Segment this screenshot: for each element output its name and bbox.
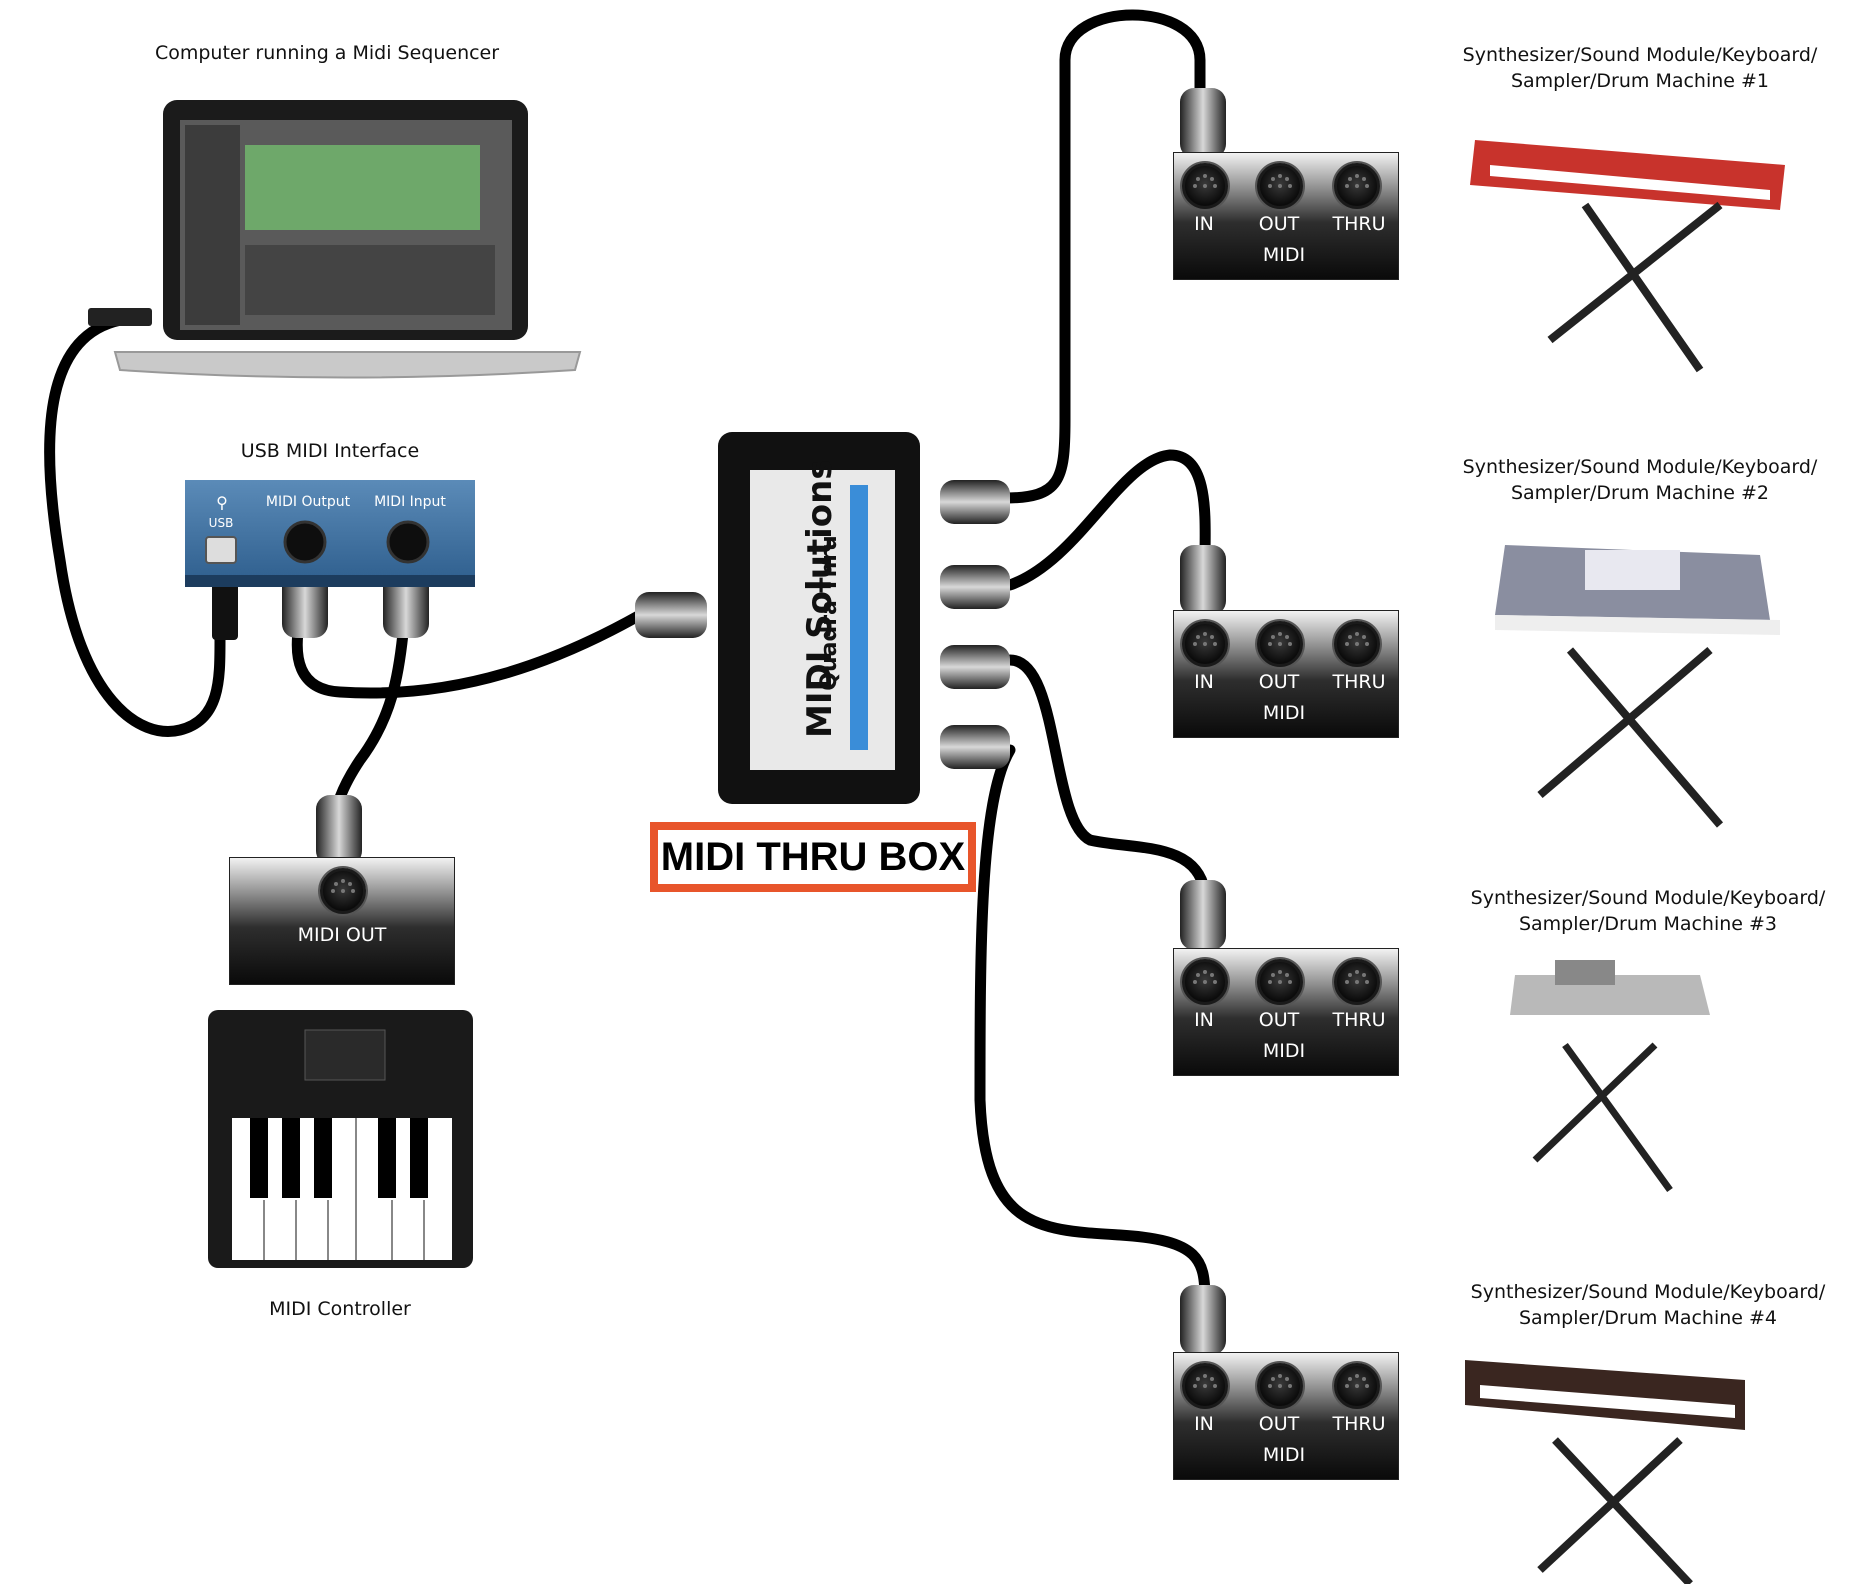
device1-label-line2: Sampler/Drum Machine #1 bbox=[1510, 70, 1770, 92]
device4-thru-label: THRU bbox=[1332, 1413, 1386, 1435]
cable-usb bbox=[44, 312, 226, 737]
device2-in-label: IN bbox=[1194, 671, 1214, 693]
device4-midi-label: MIDI bbox=[1262, 1444, 1306, 1466]
controller-label: MIDI Controller bbox=[269, 1298, 411, 1320]
cable-thru1-device1 bbox=[999, 9, 1206, 504]
device1-midi-label: MIDI bbox=[1262, 244, 1306, 266]
computer-label: Computer running a Midi Sequencer bbox=[154, 42, 500, 64]
device4-label-line2: Sampler/Drum Machine #4 bbox=[1518, 1307, 1778, 1329]
midi-input-label: MIDI Input bbox=[374, 494, 446, 510]
cable-thru3-device3 bbox=[1004, 654, 1211, 901]
plug-usb-laptop bbox=[88, 308, 152, 326]
device4-illustration bbox=[1465, 1360, 1745, 1584]
device3-illustration bbox=[1510, 960, 1710, 1193]
plug-thru2 bbox=[940, 565, 1010, 609]
plug-device4 bbox=[1180, 1285, 1226, 1355]
device3-label-line2: Sampler/Drum Machine #3 bbox=[1518, 913, 1778, 935]
thru-box-illustration bbox=[718, 432, 920, 804]
device4-in-label: IN bbox=[1194, 1413, 1214, 1435]
plug-usb bbox=[212, 580, 238, 640]
plug-thru3 bbox=[940, 645, 1010, 689]
device4-thru-port bbox=[1334, 1363, 1380, 1409]
device1-port-box: IN OUT THRU MIDI bbox=[1173, 152, 1399, 280]
plug-device3 bbox=[1180, 880, 1226, 950]
cable-thru4-device4 bbox=[974, 744, 1211, 1306]
usb-icon: ⚲ bbox=[216, 493, 228, 512]
device4-port-box: IN OUT THRU MIDI bbox=[1173, 1352, 1399, 1480]
midi-thru-box-title-text: MIDI THRU BOX bbox=[660, 834, 966, 879]
device2-label-line1: Synthesizer/Sound Module/Keyboard/ bbox=[1462, 456, 1818, 478]
plug-thru1 bbox=[940, 480, 1010, 524]
plug-controller bbox=[316, 795, 362, 865]
device3-out-label: OUT bbox=[1258, 1009, 1300, 1031]
thru-box-model: Quadra Thru bbox=[817, 535, 842, 691]
device2-illustration bbox=[1495, 545, 1780, 828]
device1-thru-port bbox=[1334, 163, 1380, 209]
controller-port-label: MIDI OUT bbox=[297, 924, 387, 946]
cable-thru2-device2 bbox=[1004, 449, 1211, 591]
usb-port-label: USB bbox=[208, 516, 234, 530]
device3-port-box: IN OUT THRU MIDI bbox=[1173, 948, 1399, 1076]
device3-in-port bbox=[1182, 959, 1228, 1005]
device1-label-line1: Synthesizer/Sound Module/Keyboard/ bbox=[1462, 44, 1818, 66]
controller-midi-out-port bbox=[320, 868, 366, 914]
device4-out-label: OUT bbox=[1258, 1413, 1300, 1435]
device2-port-box: IN OUT THRU MIDI bbox=[1173, 610, 1399, 738]
device4-in-port bbox=[1182, 1363, 1228, 1409]
controller-illustration bbox=[208, 1010, 473, 1268]
device1-in-port bbox=[1182, 163, 1228, 209]
device2-out-port bbox=[1257, 621, 1303, 667]
device1-out-label: OUT bbox=[1258, 213, 1300, 235]
plug-device1 bbox=[1180, 88, 1226, 158]
usb-interface-label: USB MIDI Interface bbox=[240, 440, 420, 462]
device4-label-line1: Synthesizer/Sound Module/Keyboard/ bbox=[1470, 1281, 1826, 1303]
thru-box-plugs bbox=[635, 480, 1010, 769]
plug-thru-in bbox=[635, 592, 707, 638]
device2-thru-port bbox=[1334, 621, 1380, 667]
plug-device2 bbox=[1180, 545, 1226, 615]
midi-output-label: MIDI Output bbox=[265, 494, 351, 510]
device2-midi-label: MIDI bbox=[1262, 702, 1306, 724]
plug-thru4 bbox=[940, 725, 1010, 769]
midi-thru-box-title: MIDI THRU BOX bbox=[650, 822, 976, 892]
cable-interface-out-to-thru bbox=[291, 604, 646, 699]
device3-in-label: IN bbox=[1194, 1009, 1214, 1031]
device2-thru-label: THRU bbox=[1332, 671, 1386, 693]
device2-in-port bbox=[1182, 621, 1228, 667]
device2-out-label: OUT bbox=[1258, 671, 1300, 693]
cable-controller-to-interface-in bbox=[329, 604, 411, 826]
device3-thru-label: THRU bbox=[1332, 1009, 1386, 1031]
device1-thru-label: THRU bbox=[1332, 213, 1386, 235]
device3-midi-label: MIDI bbox=[1262, 1040, 1306, 1062]
device4-out-port bbox=[1257, 1363, 1303, 1409]
cables bbox=[44, 9, 1211, 1306]
controller-port-box: MIDI OUT bbox=[229, 857, 455, 985]
device1-in-label: IN bbox=[1194, 213, 1214, 235]
usb-interface-illustration bbox=[185, 480, 475, 587]
device3-out-port bbox=[1257, 959, 1303, 1005]
device3-label-line1: Synthesizer/Sound Module/Keyboard/ bbox=[1470, 887, 1826, 909]
device1-illustration bbox=[1470, 140, 1785, 373]
device1-out-port bbox=[1257, 163, 1303, 209]
device2-label-line2: Sampler/Drum Machine #2 bbox=[1510, 482, 1770, 504]
laptop-illustration bbox=[113, 100, 582, 379]
device3-thru-port bbox=[1334, 959, 1380, 1005]
